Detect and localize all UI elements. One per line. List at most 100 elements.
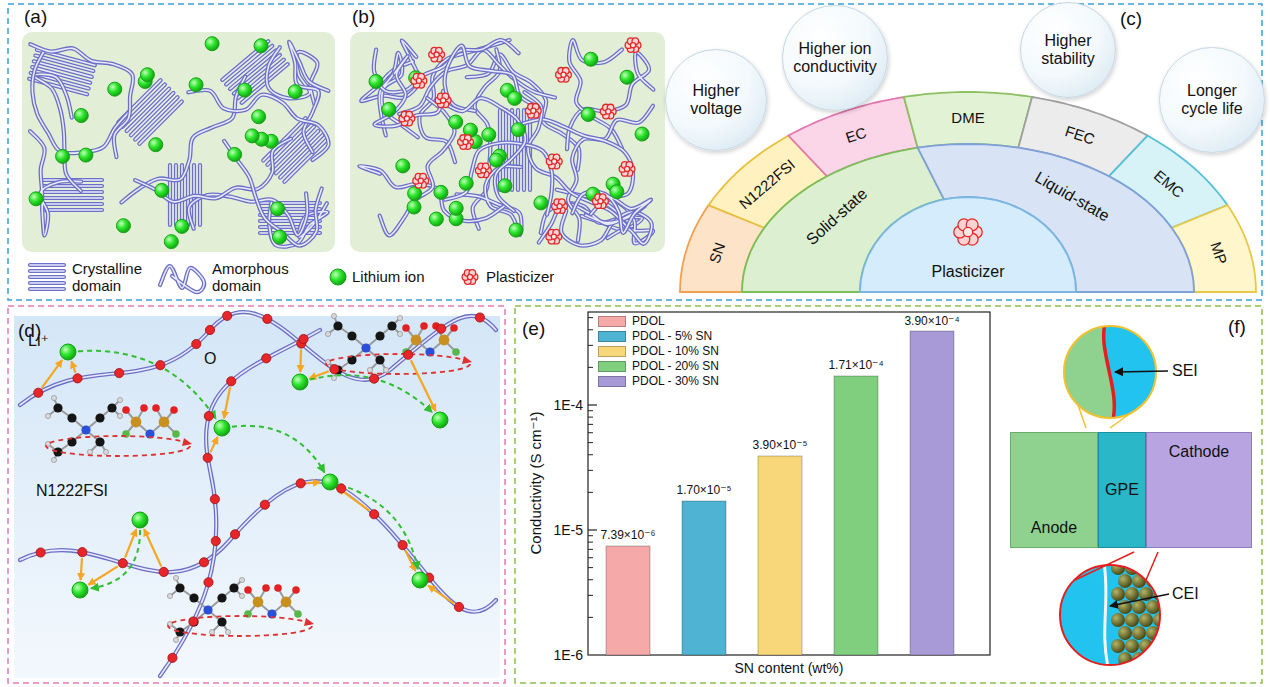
benefit-bubble: Higher ion conductivity xyxy=(782,5,887,110)
lithium-ion xyxy=(429,212,443,226)
polymer-chain xyxy=(442,98,525,211)
cathode-particle xyxy=(1160,626,1174,640)
atom xyxy=(167,593,172,598)
node-text: GPE xyxy=(1105,481,1139,499)
label: 1.70×10⁻⁵ xyxy=(676,484,731,498)
bar xyxy=(910,331,954,655)
label: O xyxy=(204,350,216,368)
cell-layer-box: Cathode xyxy=(1146,432,1252,548)
leader-arrow xyxy=(1115,371,1168,372)
legend-swatch xyxy=(598,376,626,387)
minor-tick xyxy=(588,417,593,418)
atom xyxy=(274,584,282,592)
lithium-ion xyxy=(228,147,242,161)
atom xyxy=(189,617,198,626)
atom xyxy=(217,593,226,602)
lithium-ion xyxy=(205,37,219,51)
arc-band xyxy=(904,92,1032,148)
plasticizer-core xyxy=(481,168,486,173)
cell-layer-box: GPE xyxy=(1098,432,1146,548)
polymer-chain-core xyxy=(289,42,328,152)
polymer-ground xyxy=(22,32,335,252)
polymer-b xyxy=(359,38,653,246)
oxygen-atom xyxy=(159,567,168,576)
plasticizer-core xyxy=(552,159,557,164)
minor-tick xyxy=(588,542,593,543)
oxygen-atom xyxy=(262,354,271,363)
path-shape xyxy=(1104,320,1115,424)
rotation-ellipse xyxy=(326,354,470,374)
polymer-chain-core xyxy=(568,106,653,241)
lithium-ion xyxy=(79,148,93,162)
lithium-ion xyxy=(482,128,496,142)
minor-tick xyxy=(588,595,593,596)
atom xyxy=(103,449,108,454)
legend-text: Amorphous domain xyxy=(212,260,296,295)
plasticizer-core xyxy=(551,234,556,239)
lithium-ion xyxy=(238,83,252,97)
cathode-particle xyxy=(1153,561,1167,575)
lithium-ion xyxy=(449,201,463,215)
lithium-ion xyxy=(252,110,266,124)
atom xyxy=(95,413,104,422)
atom xyxy=(333,321,342,330)
minor-tick xyxy=(588,567,593,568)
legend-text: Lithium ion xyxy=(352,268,425,285)
panel-frame xyxy=(8,306,505,683)
oxygen-atom xyxy=(263,314,272,323)
atom xyxy=(411,335,422,346)
lithium-ion xyxy=(164,235,178,249)
cathode-particle xyxy=(1132,626,1146,640)
label: CEI xyxy=(1172,585,1199,603)
bars xyxy=(588,318,954,655)
plasticizer-core xyxy=(467,274,472,279)
ionic-liquid-molecule xyxy=(325,313,472,380)
panel-frame xyxy=(515,306,1262,683)
minor-tick xyxy=(588,329,593,330)
plasticizer-icon xyxy=(619,162,635,177)
atom xyxy=(239,577,244,582)
plasticizer-core xyxy=(606,109,611,114)
oxygen-atom xyxy=(369,374,378,383)
atom xyxy=(331,313,336,318)
atom xyxy=(45,413,50,418)
hopping-arrow xyxy=(232,426,325,473)
polymer-chain-core xyxy=(20,312,496,405)
polymer-chain xyxy=(20,481,496,612)
polymer-chain-core xyxy=(135,139,291,202)
minor-tick xyxy=(588,470,593,471)
oxygen-atom xyxy=(36,548,45,557)
minor-tick xyxy=(588,432,593,433)
oxygen-atom xyxy=(230,530,239,539)
plasticizer-core xyxy=(624,166,629,171)
lithium-ion xyxy=(273,230,287,244)
oxygen-atom xyxy=(404,350,413,359)
coordination-arrow xyxy=(210,437,217,452)
node-text: Higher voltage xyxy=(673,82,759,119)
polymer-chain-core xyxy=(442,98,525,211)
plasticizer-icon xyxy=(546,229,562,244)
coordination-arrow xyxy=(88,566,117,584)
zoom-line xyxy=(1078,405,1086,428)
polymer-chain-core xyxy=(30,44,133,157)
atom xyxy=(172,430,180,438)
lithium-ion xyxy=(108,82,122,96)
lithium-ion xyxy=(60,344,76,360)
atom xyxy=(262,584,270,592)
coordination-arrow xyxy=(71,361,75,372)
legend-text: PDOL - 10% SN xyxy=(632,345,719,359)
atom xyxy=(383,367,388,372)
oxygen-atom xyxy=(118,559,127,568)
plasticizer-icon xyxy=(475,163,491,178)
atom xyxy=(294,610,302,618)
oxygen-atom xyxy=(189,617,198,626)
atom xyxy=(367,367,372,372)
plasticizer-icon xyxy=(399,111,415,126)
major-tick xyxy=(588,529,597,530)
plasticizer-core xyxy=(404,116,409,121)
legend-text: PDOL - 20% SN xyxy=(632,360,719,374)
atom xyxy=(281,597,292,608)
legend-swatch xyxy=(598,346,626,357)
lithium-ion xyxy=(459,176,473,190)
